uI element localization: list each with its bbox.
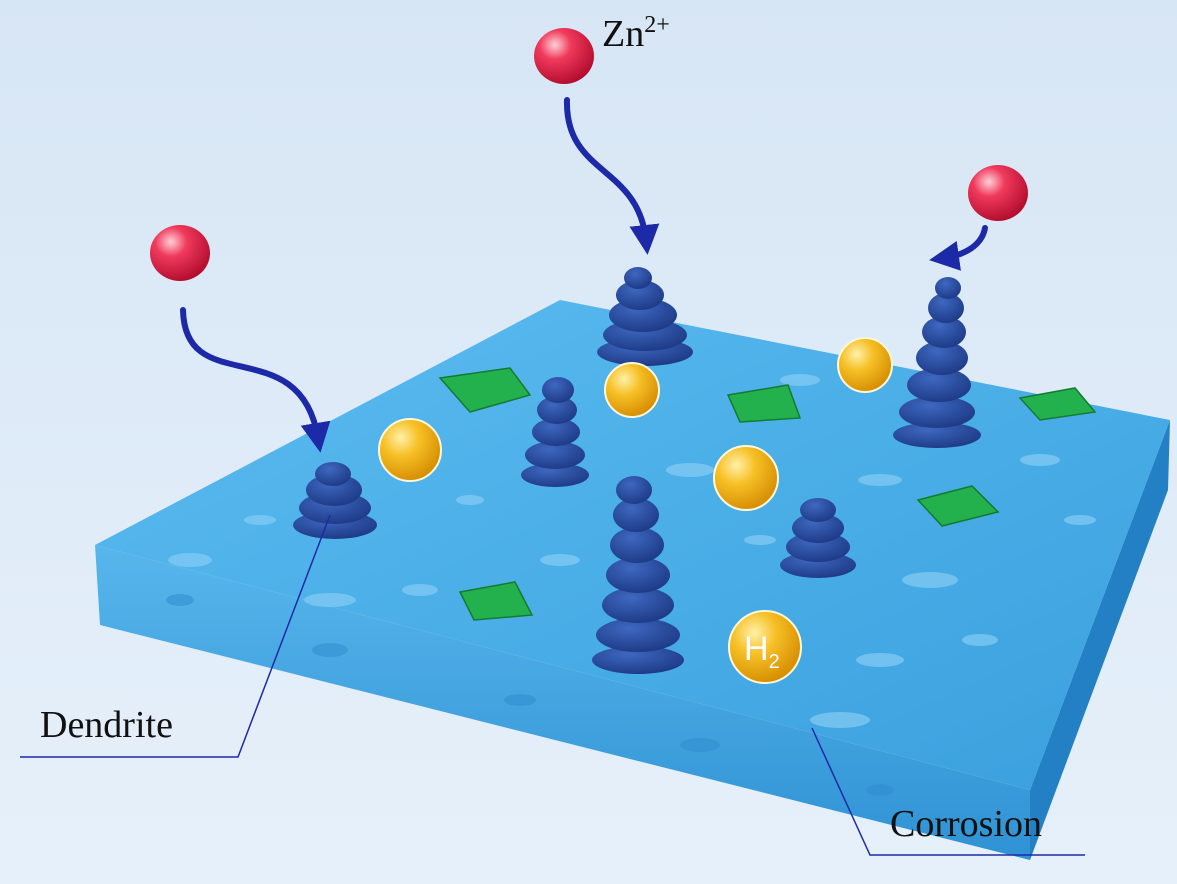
front-face-pits bbox=[166, 594, 894, 796]
leader-lines bbox=[20, 514, 1085, 856]
h2-bubbles bbox=[378, 337, 893, 684]
deposition-arrow-icon bbox=[929, 225, 988, 271]
deposition-arrow-icon bbox=[180, 307, 331, 453]
zn-ion-sphere-icon bbox=[968, 165, 1028, 221]
byproduct-flakes bbox=[438, 367, 1097, 621]
deposition-arrow-icon bbox=[563, 97, 660, 255]
slab-front-face bbox=[95, 545, 1030, 860]
byproduct-flake-icon bbox=[438, 367, 532, 413]
surface-pits bbox=[168, 355, 1096, 728]
dendrite-stack-icon bbox=[597, 267, 693, 366]
corrosion-leader-line bbox=[811, 727, 1085, 856]
slab-side-face bbox=[1030, 420, 1170, 860]
h2-bubble-icon bbox=[604, 362, 660, 418]
dendrite-label: Dendrite bbox=[40, 704, 173, 746]
h2-bubble-icon bbox=[378, 418, 442, 482]
byproduct-flake-icon bbox=[458, 581, 534, 621]
dendrite-stack-icon bbox=[293, 462, 377, 539]
dendrite-leader-line bbox=[20, 514, 331, 758]
h2-bubble-icon bbox=[837, 337, 893, 393]
zn-ions bbox=[150, 28, 1028, 281]
dendrites bbox=[293, 267, 981, 674]
h2-bubble-icon bbox=[713, 445, 779, 511]
corrosion-label: Corrosion bbox=[890, 803, 1042, 845]
byproduct-flake-icon bbox=[726, 384, 802, 423]
zn-ion-sphere-icon bbox=[534, 28, 594, 84]
byproduct-flake-icon bbox=[916, 485, 1000, 527]
dendrite-stack-icon bbox=[780, 498, 856, 578]
zn-ion-label: Zn2+ bbox=[602, 12, 670, 55]
dendrite-stack-icon bbox=[893, 277, 981, 448]
dendrite-stack-icon bbox=[592, 476, 684, 674]
zn-ion-sphere-icon bbox=[150, 225, 210, 281]
h2-bubble-labeled bbox=[728, 610, 802, 684]
deposition-arrows bbox=[180, 97, 988, 453]
byproduct-flake-icon bbox=[1018, 387, 1097, 421]
dendrite-stack-icon bbox=[521, 377, 589, 487]
h2-label: H2 bbox=[744, 630, 780, 673]
